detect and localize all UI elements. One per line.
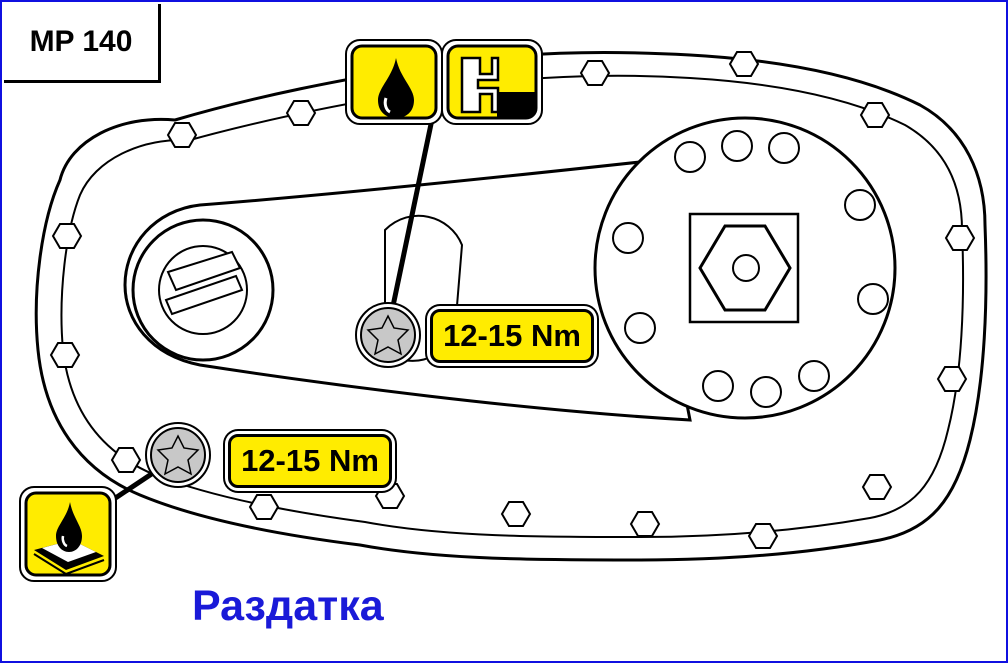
perimeter-bolts	[49, 51, 976, 549]
oil-drop-icon	[345, 39, 443, 125]
oil-level-check-icon	[441, 39, 543, 125]
fill-leader	[385, 104, 438, 331]
right-flange-center	[732, 254, 760, 282]
fill-plug	[355, 302, 421, 368]
drain-plug-torque-label: 12-15 Nm	[228, 434, 392, 488]
left-shaft-slot	[164, 250, 244, 316]
flange-holes	[612, 130, 889, 408]
drain-plug	[145, 422, 211, 488]
fill-plug-torque-label: 12-15 Nm	[430, 309, 594, 363]
sealant-icon	[19, 486, 117, 582]
caption: Раздатка	[192, 582, 384, 630]
plug-star-icon	[366, 314, 410, 356]
model-label: MP 140	[4, 4, 161, 83]
